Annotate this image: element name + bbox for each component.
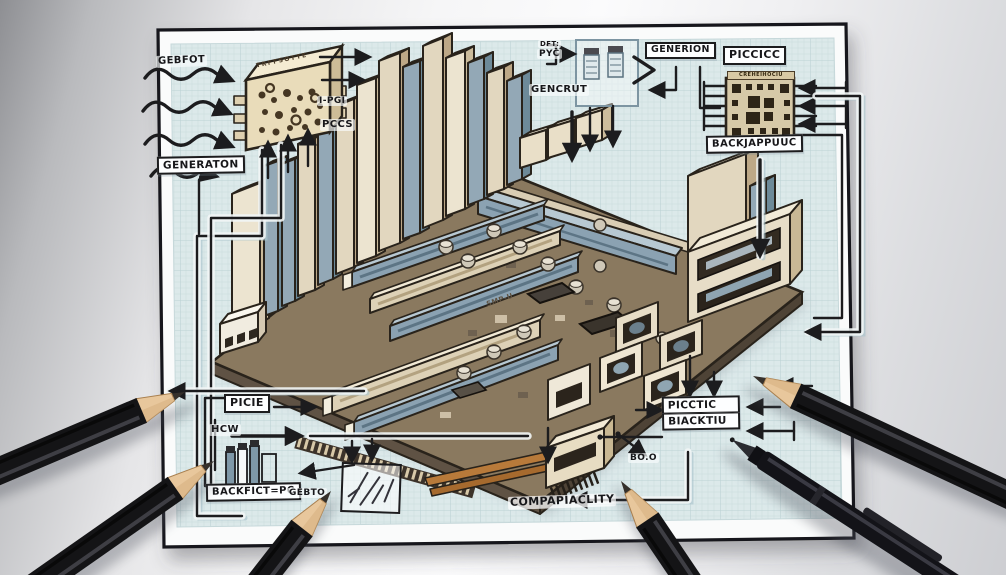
mini-schematic xyxy=(575,39,639,107)
bottom-connector xyxy=(545,415,615,501)
left-connector xyxy=(219,301,267,355)
slot-towers xyxy=(231,32,532,335)
motherboard-sketch xyxy=(209,32,805,515)
qr-pattern xyxy=(732,84,790,136)
capacitors xyxy=(438,218,669,381)
usb-port-cluster xyxy=(547,301,703,421)
annotation-lines xyxy=(141,43,864,520)
sketch-box xyxy=(340,461,402,515)
